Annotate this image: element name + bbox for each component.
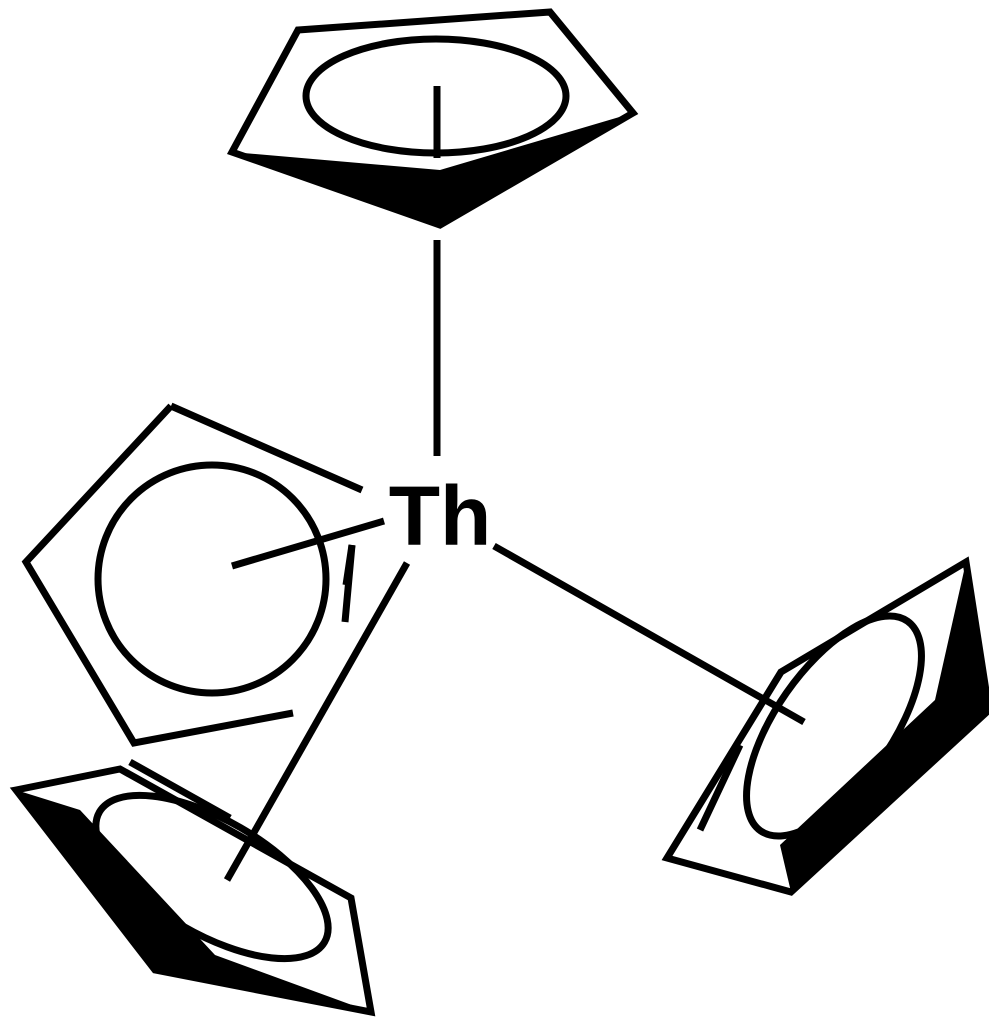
ring-right-aromatic-circle [743,612,925,840]
cp-ring-bottom-left [9,758,376,1017]
bond-th-bottom-left [223,561,411,882]
ring-bottom-left-aromatic-circle [92,791,332,963]
ring-left-aromatic-circle [94,461,330,697]
bond-th-left [231,517,385,570]
cp-ring-left [21,402,364,747]
ring-left-edge-front [342,544,356,586]
ring-bottom-left-outline [9,765,376,1017]
ring-top-front-wedge [232,113,633,225]
metal-atom-label: Th [389,469,492,563]
cp-ring-right [661,556,989,896]
cp-ring-top [226,8,639,229]
bond-th-right [492,542,806,726]
ring-bottom-left-back-edge [128,758,232,822]
metal-bonds [223,240,806,882]
ring-bottom-left-front-wedge [16,790,371,1012]
ring-right-back-edge [696,743,744,832]
